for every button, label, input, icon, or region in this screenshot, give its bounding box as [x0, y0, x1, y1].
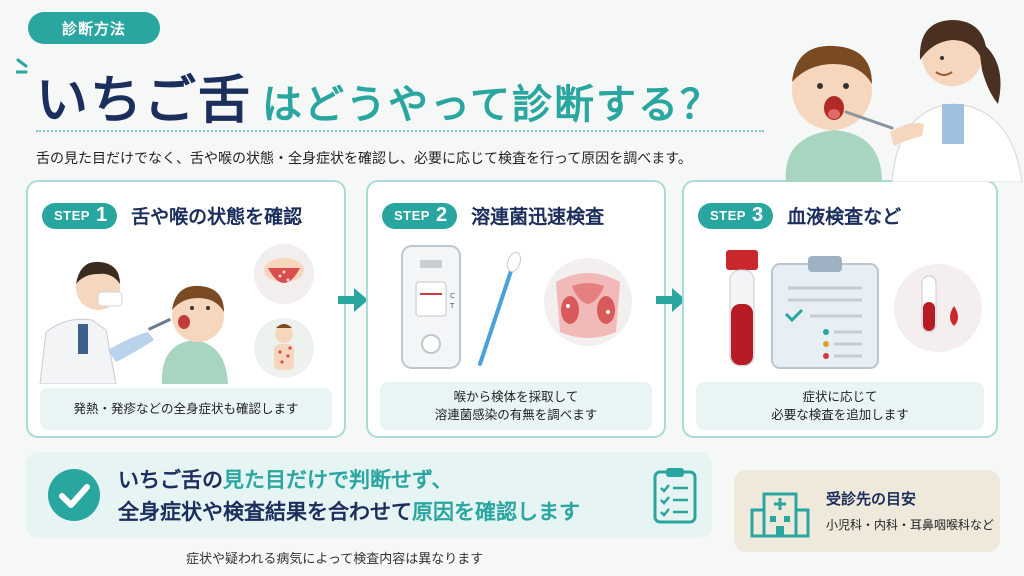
doctor-checking-child-throat-illustration — [785, 20, 1023, 182]
doctor-examining-child-illustration — [39, 244, 314, 384]
dotted-divider — [36, 130, 764, 132]
step-3-title: 血液検査など — [787, 206, 902, 228]
destination-box: 受診先の目安 小児科・内科・耳鼻咽喉科など — [734, 470, 1000, 552]
step-1-badge: STEP 1 — [42, 202, 118, 229]
summary-text-plain: いちご舌の — [118, 468, 223, 492]
arrow-right-icon — [338, 288, 368, 312]
step-word: STEP — [710, 208, 746, 223]
summary-box: いちご舌の見た目だけで判断せず、 全身症状や検査結果を合わせて原因を確認します — [26, 452, 712, 538]
hospital-icon — [750, 492, 810, 538]
step-1-caption: 発熱・発疹などの全身症状も確認します — [40, 388, 332, 430]
step-word: STEP — [54, 208, 90, 223]
summary-text: いちご舌の見た目だけで判断せず、 全身症状や検査結果を合わせて原因を確認します — [118, 464, 580, 528]
caption-line: 症状に応じて — [802, 388, 878, 404]
sparkle-lines-icon — [16, 58, 28, 74]
summary-line-1: いちご舌の見た目だけで判断せず、 — [118, 464, 580, 496]
step-2-header: STEP 2 溶連菌迅速検査 — [382, 202, 604, 229]
rapid-test-illustration: C T — [401, 245, 632, 369]
step-3-caption: 症状に応じて 必要な検査を追加します — [696, 382, 984, 430]
inflamed-throat-icon — [544, 258, 632, 346]
step-number: 1 — [95, 204, 108, 226]
step-card-1: STEP 1 舌や喉の状態を確認 発熱・発疹などの全身症状も確認します — [26, 180, 346, 438]
caption-line: 必要な検査を追加します — [771, 407, 909, 422]
blood-test-illustration — [726, 250, 982, 369]
title-sub: はどうやって診断する？ — [262, 82, 723, 128]
step-number: 2 — [435, 204, 448, 226]
title-main: いちご舌 — [36, 71, 253, 131]
step-1-title: 舌や喉の状態を確認 — [131, 206, 303, 228]
step-word: STEP — [394, 208, 430, 223]
arrow-right-icon — [656, 288, 686, 312]
test-mark-c: C — [450, 292, 455, 300]
test-mark-t: T — [449, 302, 455, 310]
destination-departments: 小児科・内科・耳鼻咽喉科など — [826, 518, 995, 532]
step-2-title: 溶連菌迅速検査 — [471, 206, 605, 228]
step-3-badge: STEP 3 — [698, 202, 774, 229]
blood-tube-icon — [726, 250, 758, 367]
test-tube-blood-drop-icon — [894, 264, 982, 352]
caption-line: 喉から検体を採取して — [453, 388, 579, 404]
step-3-header: STEP 3 血液検査など — [698, 202, 901, 229]
clipboard-report-icon — [771, 256, 879, 369]
caption-line: 発熱・発疹などの全身症状も確認します — [73, 400, 299, 416]
summary-text-highlight: 原因を確認します — [412, 500, 580, 524]
check-icon — [48, 469, 100, 521]
footnote: 症状や疑われる病気によって検査内容は異なります — [186, 552, 484, 567]
summary-line-2: 全身症状や検査結果を合わせて原因を確認します — [118, 496, 580, 528]
step-card-2: STEP 2 溶連菌迅速検査 C T 喉から検体を採取して 溶連 — [366, 180, 666, 438]
section-tag: 診断方法 — [28, 12, 160, 44]
step-2-badge: STEP 2 — [382, 202, 458, 229]
step-1-header: STEP 1 舌や喉の状態を確認 — [42, 202, 302, 229]
step-number: 3 — [751, 204, 764, 226]
step-2-caption: 喉から検体を採取して 溶連菌感染の有無を調べます — [380, 382, 652, 430]
intro-text: 舌の見た目だけでなく、舌や喉の状態・全身症状を確認し、必要に応じて検査を行って原… — [36, 151, 692, 167]
caption-line: 溶連菌感染の有無を調べます — [434, 407, 598, 422]
swab-icon — [478, 251, 521, 366]
summary-text-plain: 全身症状や検査結果を合わせて — [118, 500, 412, 524]
checklist-clipboard-icon — [653, 468, 697, 524]
rapid-test-kit-icon: C T — [401, 245, 461, 369]
page-title: いちご舌 はどうやって診断する？ — [36, 58, 722, 133]
summary-text-highlight: 見た目だけで判断せず、 — [223, 468, 453, 492]
step-card-3: STEP 3 血液検査など 症状に応じて 必要 — [682, 180, 998, 438]
destination-title: 受診先の目安 — [826, 490, 917, 508]
